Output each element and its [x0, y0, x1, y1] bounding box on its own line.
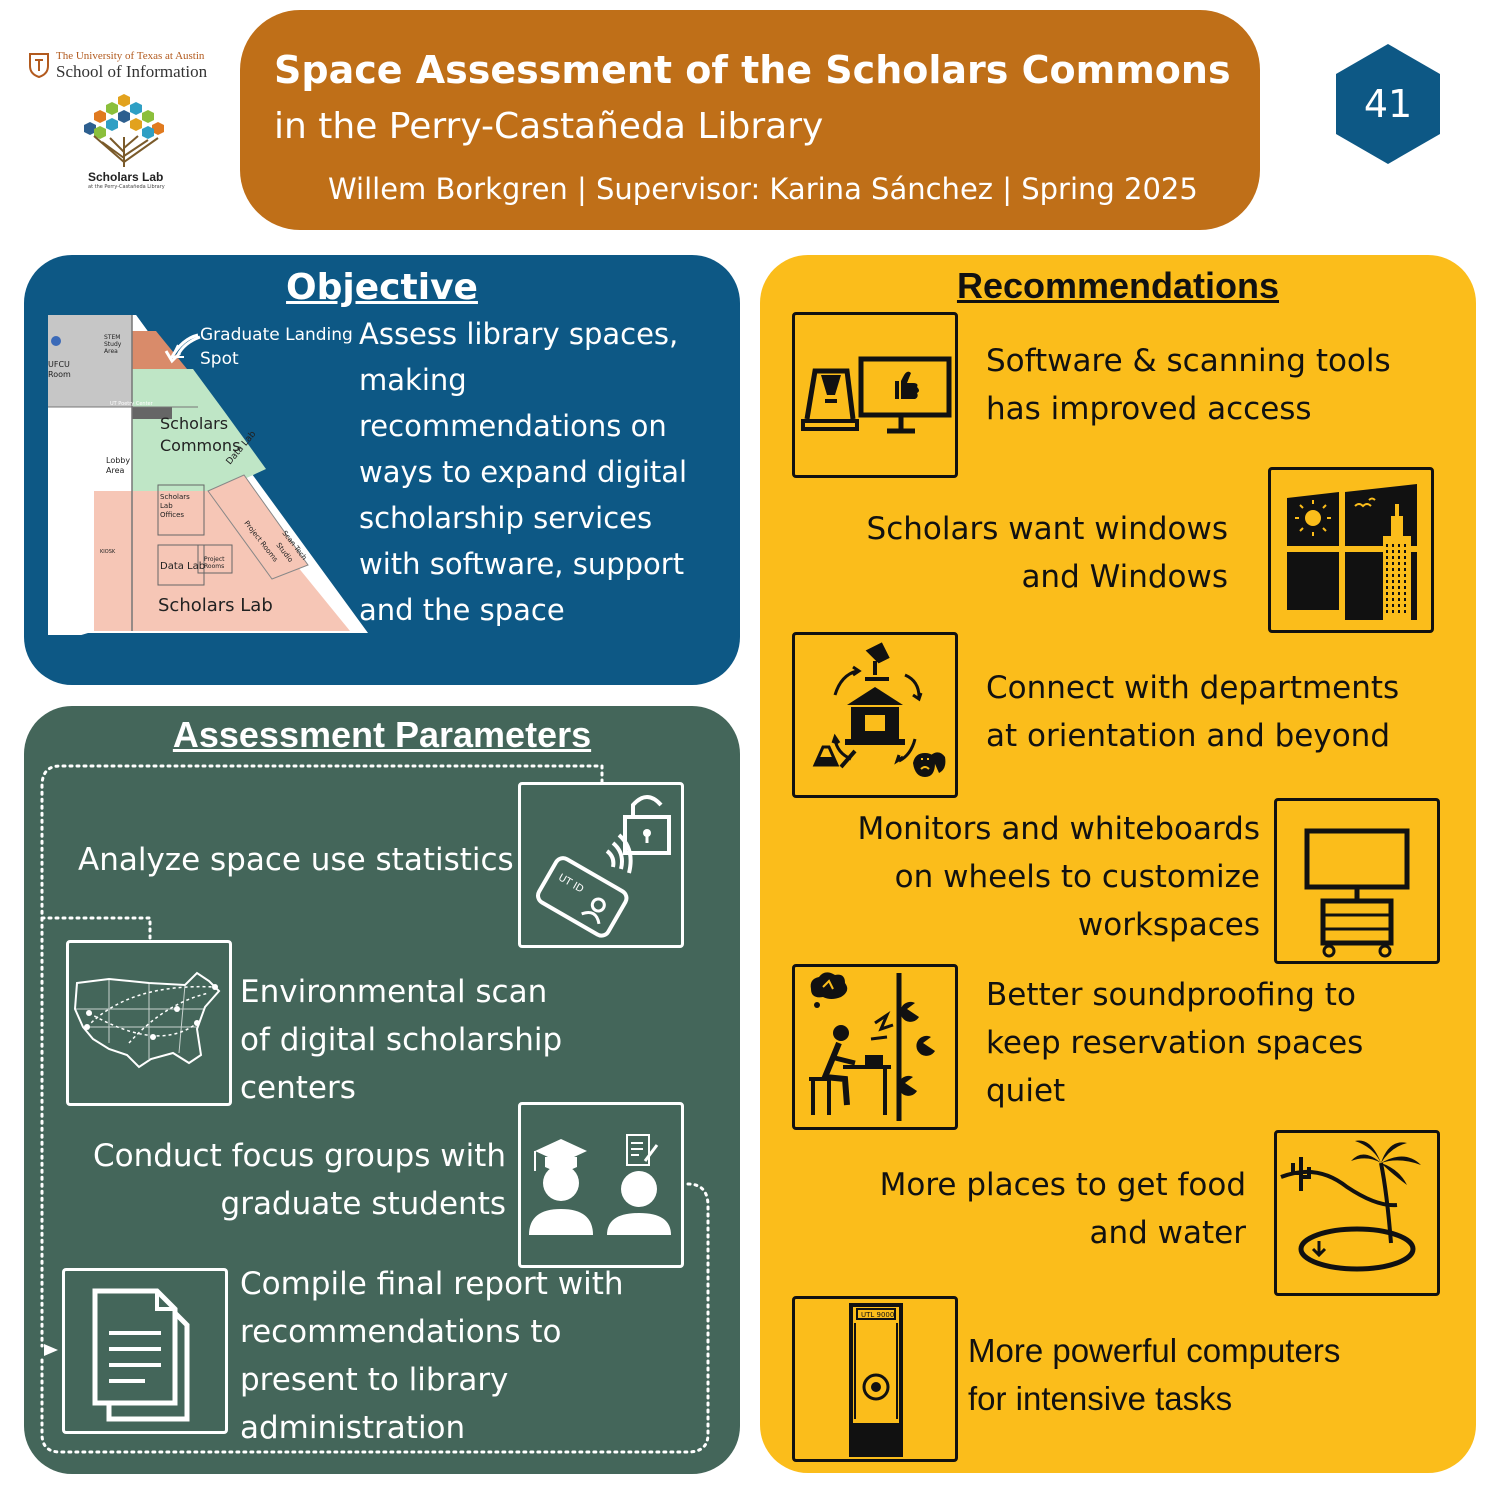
map-fcu-label2: Room [48, 370, 71, 379]
poster-byline: Willem Borkgren | Supervisor: Karina Sán… [328, 172, 1198, 206]
assessment-item-4-text: Compile final report with recommendation… [240, 1260, 624, 1452]
objective-text: Assess library spaces, making recommenda… [359, 317, 688, 627]
map-stem-label2: Study [104, 341, 122, 348]
poster-number-badge: 41 [1336, 44, 1440, 164]
recommendation-3-line2: at orientation and beyond [986, 718, 1390, 754]
map-commons-label2: Commons [160, 436, 240, 455]
assessment-item-2-text: Environmental scan of digital scholarshi… [240, 968, 562, 1112]
map-scholars-lab: Scholars Lab [158, 595, 273, 616]
recommendation-2-line1: Scholars want windows [866, 511, 1228, 547]
map-commons-label: Scholars [160, 414, 228, 433]
map-stem-label: STEM [104, 334, 120, 341]
recommendation-7-line1: More powerful computers [968, 1332, 1341, 1369]
map-rooms: Rooms [204, 563, 224, 570]
recommendation-3-line1: Connect with departments [986, 670, 1400, 706]
us-map-icon [66, 940, 232, 1106]
recommendation-4-line1: Monitors and whiteboards [857, 811, 1260, 847]
assessment-item-4-line1: Compile final report with [240, 1266, 624, 1302]
map-lobby-label2: Area [106, 466, 125, 475]
assessment-item-2-line2: of digital scholarship [240, 1022, 563, 1058]
id-card-lock-icon: UT ID [518, 782, 684, 948]
recommendation-4-text: Monitors and whiteboards on wheels to cu… [820, 805, 1260, 949]
recommendation-6-line1: More places to get food [879, 1167, 1246, 1203]
objective-panel: Objective STEM Study Area UFCU Room UT P… [24, 255, 740, 685]
computer-tower-icon: UTL 9000 [792, 1296, 958, 1462]
card-label: UT ID [556, 872, 585, 895]
recommendation-3-text: Connect with departments at orientation … [986, 664, 1399, 760]
documents-icon [62, 1268, 228, 1434]
assessment-item-4-line2: recommendations to [240, 1314, 562, 1350]
map-fcu-label: UFCU [48, 360, 70, 369]
poster-subtitle: in the Perry-Castañeda Library [274, 106, 824, 147]
ut-ischool-logo: The University of Texas at Austin School… [28, 50, 228, 82]
recommendations-heading: Recommendations [956, 265, 1280, 306]
assessment-item-4-line4: administration [240, 1410, 466, 1446]
map-offices-label3: Offices [160, 511, 184, 519]
assessment-item-1-text: Analyze space use statistics [78, 836, 514, 884]
scanner-monitor-icon [792, 312, 958, 478]
tower-label: UTL 9000 [861, 1311, 894, 1319]
map-stem-label3: Area [104, 348, 118, 355]
school-name: School of Information [56, 62, 208, 81]
oasis-icon [1274, 1130, 1440, 1296]
recommendation-7-text: More powerful computers for intensive ta… [968, 1327, 1340, 1423]
assessment-item-3-line1: Conduct focus groups with [92, 1138, 506, 1174]
recommendation-5-line3: quiet [986, 1073, 1066, 1109]
departments-cycle-icon [792, 632, 958, 798]
title-banner: Space Assessment of the Scholars Commons… [240, 10, 1260, 230]
assessment-flow-lines [40, 764, 710, 1454]
assessment-item-2-line3: centers [240, 1070, 356, 1106]
recommendation-6-text: More places to get food and water [820, 1161, 1246, 1257]
map-poetry-label: UT Poetry Center [110, 401, 154, 407]
recommendation-5-line1: Better soundproofing to [986, 977, 1356, 1013]
map-project: Project [204, 556, 225, 563]
recommendation-1-line2: has improved access [986, 391, 1312, 427]
recommendation-1-line1: Software & scanning tools [986, 343, 1391, 379]
recommendation-4-line2: on wheels to customize [894, 859, 1260, 895]
hexagon-icon [1336, 44, 1440, 164]
recommendation-7-line2: for intensive tasks [968, 1380, 1233, 1417]
map-offices-label2: Lab [160, 502, 173, 510]
university-name: The University of Texas at Austin [56, 50, 205, 62]
assessment-item-3-line2: graduate students [220, 1186, 506, 1222]
recommendation-6-line2: and water [1089, 1215, 1247, 1251]
recommendations-panel: Recommendations Software & scanning tool… [760, 255, 1476, 1473]
assessment-item-2-line1: Environmental scan [240, 974, 548, 1010]
map-offices-label: Scholars [160, 493, 190, 501]
ut-shield-icon [29, 53, 49, 78]
poster-title: Space Assessment of the Scholars Commons [274, 48, 1231, 92]
scholars-lab-name: Scholars Lab [88, 170, 164, 184]
recommendation-2-line2: and Windows [1021, 559, 1228, 595]
assessment-item-4-line3: present to library [240, 1362, 509, 1398]
recommendation-2-text: Scholars want windows and Windows [820, 505, 1228, 601]
recommendation-4-line3: workspaces [1077, 907, 1260, 943]
monitor-cart-icon [1274, 798, 1440, 964]
assessment-panel: Assessment Parameters Analyze space use … [24, 706, 740, 1474]
assessment-item-3-text: Conduct focus groups with graduate stude… [84, 1132, 506, 1228]
recommendation-5-line2: keep reservation spaces [986, 1025, 1364, 1061]
objective-heading: Objective [286, 267, 478, 308]
recommendation-1-text: Software & scanning tools has improved a… [986, 337, 1391, 433]
assessment-item-1-line1: Analyze space use statistics [78, 842, 514, 878]
map-callout-line1: Graduate Landing [200, 325, 353, 345]
map-callout: Graduate Landing Spot [200, 323, 353, 371]
recommendation-5-text: Better soundproofing to keep reservation… [986, 971, 1363, 1115]
floor-plan-map: STEM Study Area UFCU Room UT Poetry Cent… [48, 315, 368, 635]
window-tower-icon [1268, 467, 1434, 633]
focus-group-icon [518, 1102, 684, 1268]
assessment-heading: Assessment Parameters [172, 714, 592, 755]
map-lobby-label: Lobby [106, 456, 130, 465]
poster-number: 41 [1363, 82, 1413, 126]
map-callout-line2: Spot [200, 349, 239, 369]
noisy-study-icon [792, 964, 958, 1130]
scholars-lab-tree-icon [84, 94, 164, 167]
callout-arrow-icon [164, 333, 199, 364]
map-data-lab: Data Lab [160, 561, 205, 572]
map-kiosk-2: KIOSK [100, 549, 116, 555]
scholars-lab-subtitle: at the Perry-Castañeda Library [88, 184, 165, 190]
